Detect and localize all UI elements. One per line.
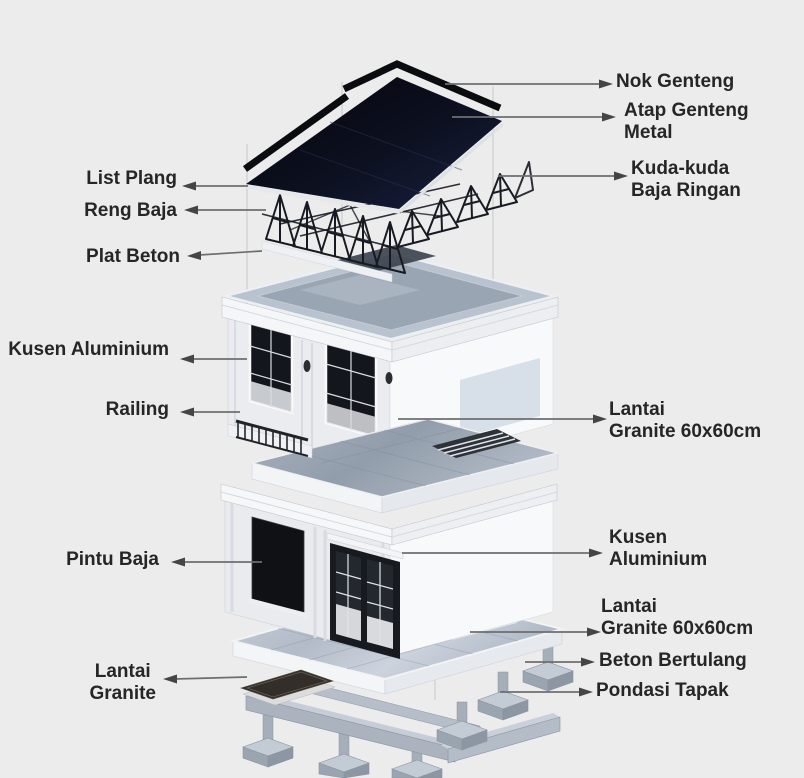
balcony [227,423,313,459]
wall-lamp [385,372,393,384]
roof-deck-plat-beton [221,245,559,363]
steel-door [249,516,307,618]
glass-doors [326,532,404,659]
first-floor [220,483,558,659]
aluminium-window-left [248,317,294,415]
wall-lamp [303,360,311,372]
foundation-pondasi-tapak [242,644,574,778]
ridge-cap-nok-genteng [242,60,502,172]
stair-opening [432,429,521,458]
railing [235,419,309,457]
granite-floor-slab [240,669,336,706]
second-floor-slab [251,418,559,514]
truss-base-plank [261,240,393,283]
metal-roof-panel [246,77,504,214]
roof-truss-kuda-kuda [261,161,534,274]
callout-arrows [163,79,628,697]
fascia-list-plang [246,185,401,214]
